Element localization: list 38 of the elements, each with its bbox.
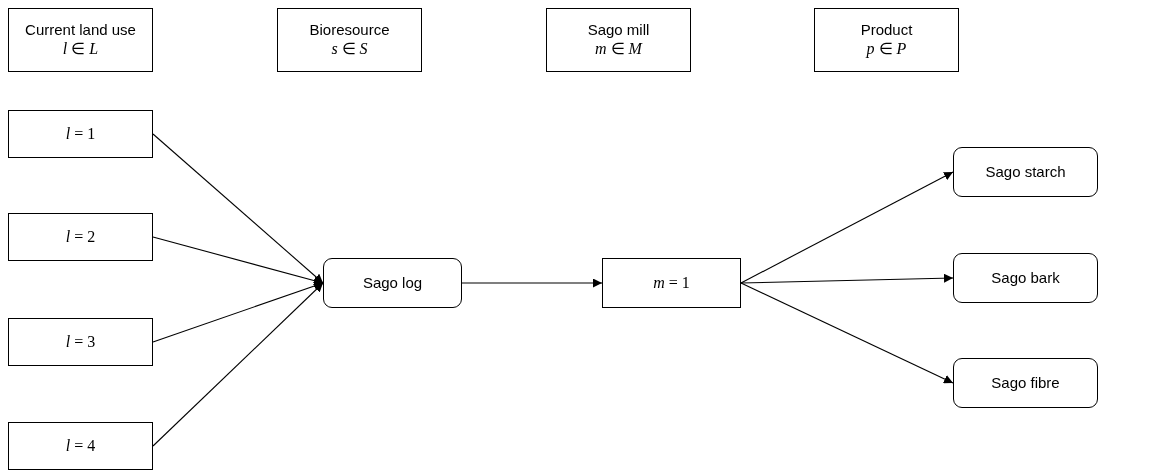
arrow — [740, 273, 954, 284]
node-label: m = 1 — [653, 272, 690, 293]
arrow — [740, 282, 954, 384]
node-label: l = 1 — [65, 123, 96, 144]
rounded-box — [953, 147, 1098, 197]
process-box — [602, 258, 741, 308]
process-box — [8, 110, 153, 158]
process-box — [8, 422, 153, 470]
node-label: l = 3 — [65, 331, 96, 352]
arrow — [152, 281, 324, 343]
header-box — [277, 8, 422, 72]
arrow — [152, 133, 324, 284]
header-label: Bioresource — [309, 19, 390, 40]
node-label: s ∈ S — [331, 39, 368, 60]
header-label: Product — [860, 19, 913, 40]
node-label: l ∈ L — [62, 39, 99, 60]
node-label: p ∈ P — [866, 39, 907, 60]
arrow — [152, 236, 324, 285]
rounded-box — [323, 258, 462, 308]
node-label: Sago fibre — [991, 373, 1060, 393]
process-box — [8, 213, 153, 261]
header-label: Sago mill — [587, 19, 650, 40]
rounded-box — [953, 358, 1098, 408]
header-box — [546, 8, 691, 72]
node-label: l = 4 — [65, 435, 96, 456]
node-label: l = 2 — [65, 226, 96, 247]
rounded-box — [953, 253, 1098, 303]
arrow — [740, 171, 954, 284]
header-label: Current land use — [25, 19, 136, 40]
arrow — [461, 278, 603, 288]
node-label: Sago bark — [991, 268, 1060, 288]
header-box — [814, 8, 959, 72]
node-label: Sago starch — [985, 162, 1066, 182]
process-box — [8, 318, 153, 366]
header-box — [8, 8, 153, 72]
arrow — [152, 282, 324, 447]
node-label: m ∈ M — [595, 39, 642, 60]
node-label: Sago log — [362, 273, 423, 293]
